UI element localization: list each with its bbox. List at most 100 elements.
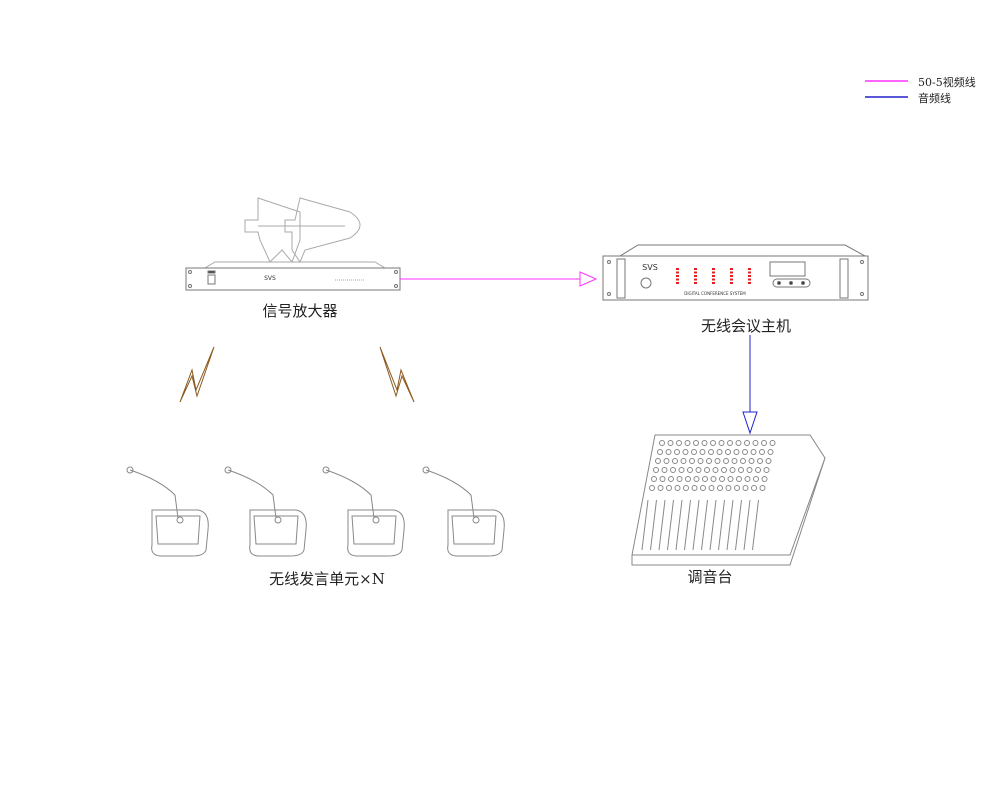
knob (753, 476, 759, 482)
led-indicator (748, 282, 751, 284)
led-indicator (712, 282, 715, 284)
svg-text:SVS: SVS (264, 275, 276, 282)
knob (657, 485, 664, 491)
knob (702, 476, 708, 482)
led-indicator (676, 275, 679, 277)
knob (735, 440, 742, 446)
antenna-icon (204, 197, 386, 269)
fader (743, 499, 751, 551)
knob (674, 485, 681, 491)
knob (687, 467, 693, 473)
fader (735, 499, 742, 551)
mixer (631, 434, 826, 566)
led-indicator (676, 268, 679, 270)
knob (693, 476, 700, 482)
units-label: 无线发言单元×N (269, 570, 385, 588)
knob (746, 467, 753, 473)
host-label: 无线会议主机 (700, 317, 792, 335)
fader (641, 499, 649, 551)
knob (683, 485, 689, 491)
knob (761, 476, 768, 482)
knob (733, 449, 740, 455)
led-indicator (676, 282, 679, 284)
knob (666, 485, 672, 491)
knob (695, 467, 702, 473)
knob (661, 467, 668, 473)
mixer-label: 调音台 (687, 568, 733, 586)
led-indicator (694, 282, 697, 284)
led-indicator (748, 268, 751, 270)
knob (676, 440, 682, 446)
led-indicator (730, 282, 733, 284)
knob (708, 485, 715, 491)
knob (719, 476, 725, 482)
knob (665, 449, 672, 455)
led-indicator (676, 271, 679, 274)
knob (714, 458, 721, 464)
knob (693, 440, 699, 446)
knob (691, 449, 697, 455)
arrow-icon (742, 411, 758, 435)
knob (674, 449, 680, 455)
led-indicator (748, 271, 751, 274)
knob (757, 458, 763, 464)
fader (675, 499, 683, 551)
knob (682, 449, 689, 455)
knob (731, 458, 738, 464)
knob (718, 440, 725, 446)
led-indicator (694, 268, 697, 270)
knob (761, 440, 767, 446)
fader (752, 499, 759, 551)
led-indicator (730, 268, 733, 270)
fader (650, 499, 657, 551)
led-indicator (730, 271, 733, 274)
knob (691, 485, 698, 491)
knob (752, 440, 759, 446)
knob (676, 476, 683, 482)
led-indicator (676, 278, 679, 281)
knob (700, 485, 706, 491)
knob (685, 476, 691, 482)
knob (744, 440, 750, 446)
led-indicator (694, 278, 697, 281)
knob (721, 467, 727, 473)
fader (658, 499, 666, 551)
knob (740, 458, 746, 464)
knob (655, 458, 661, 464)
knob (723, 458, 729, 464)
knob (678, 467, 685, 473)
fader (709, 499, 717, 551)
led-indicator (748, 278, 751, 281)
fader (718, 499, 725, 551)
knob (680, 458, 687, 464)
knob (769, 440, 776, 446)
legend-audio-label: 音频线 (918, 92, 951, 105)
knob (704, 467, 710, 473)
knob (751, 485, 757, 491)
knob (755, 467, 761, 473)
knob (708, 449, 714, 455)
knob (659, 440, 665, 446)
wireless-microphone-unit (322, 466, 405, 557)
led-indicator (694, 275, 697, 277)
led-indicator (694, 271, 697, 274)
wireless-microphone-unit (224, 466, 307, 557)
fader (726, 499, 734, 551)
wireless-microphone-unit (126, 466, 209, 557)
knob (729, 467, 736, 473)
knob (736, 476, 742, 482)
knob (727, 476, 734, 482)
knob (717, 485, 723, 491)
knob (657, 449, 663, 455)
knob (750, 449, 757, 455)
knob (716, 449, 723, 455)
knob (706, 458, 712, 464)
svg-text:SVS: SVS (642, 263, 658, 272)
knob (684, 440, 691, 446)
knob (734, 485, 740, 491)
fader (692, 499, 700, 551)
knob (689, 458, 695, 464)
led-indicator (748, 275, 751, 277)
knob (697, 458, 704, 464)
